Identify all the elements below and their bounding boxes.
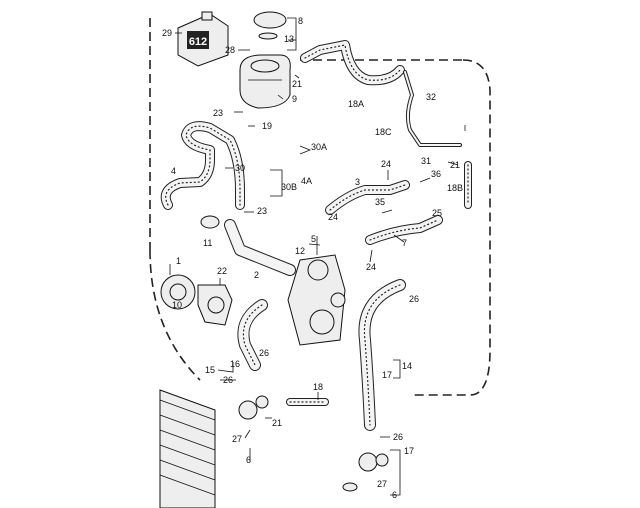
expansion-tank xyxy=(239,11,291,109)
callout-36: 36 xyxy=(431,169,441,179)
callout-2: 2 xyxy=(254,270,259,280)
hose-7 xyxy=(365,215,443,245)
callout-6-bottom: 6 xyxy=(392,490,397,500)
callout-35: 35 xyxy=(375,197,385,207)
thermostat-housing xyxy=(287,254,346,346)
callout-labels: 29 8 13 28 9 21 18A 23 32 19 18C 30A 31 … xyxy=(162,16,463,500)
hose-16 xyxy=(237,299,268,371)
bottom-fittings xyxy=(200,215,389,492)
hose-18a xyxy=(300,40,405,86)
callout-21-top: 21 xyxy=(292,79,302,89)
tank-seal xyxy=(258,32,278,40)
callout-21-bottom: 21 xyxy=(272,418,282,428)
canister-label-text: 612 xyxy=(189,36,207,48)
callout-24-mid: 24 xyxy=(328,212,338,222)
callout-26-right: 26 xyxy=(409,294,419,304)
callout-28: 28 xyxy=(225,45,235,55)
callout-4a: 4A xyxy=(301,176,312,186)
callout-26-bottom: 26 xyxy=(393,432,403,442)
callout-16: 16 xyxy=(230,359,240,369)
callout-17-mid: 17 xyxy=(382,370,392,380)
tank-cap xyxy=(253,11,287,29)
assembly-boundary xyxy=(149,18,491,396)
callout-18c: 18C xyxy=(375,127,392,137)
callout-30b: 30B xyxy=(281,182,297,192)
callout-32: 32 xyxy=(426,92,436,102)
callout-30: 30 xyxy=(235,163,245,173)
callout-18b: 18B xyxy=(447,183,463,193)
hose-3 xyxy=(325,180,410,215)
callout-6-left: 6 xyxy=(246,455,251,465)
callout-1: 1 xyxy=(176,256,181,266)
hose-4 xyxy=(160,121,245,210)
callout-27-bottom: 27 xyxy=(377,479,387,489)
callout-26-left: 26 xyxy=(223,375,233,385)
callout-18-bottom: 18 xyxy=(313,382,323,392)
callout-13: 13 xyxy=(284,34,294,44)
callout-31: 31 xyxy=(421,156,431,166)
callout-9: 9 xyxy=(292,94,297,104)
callout-23-mid: 23 xyxy=(257,206,267,216)
callout-19: 19 xyxy=(262,121,272,131)
callout-26-upper-left: 26 xyxy=(259,348,269,358)
callout-22: 22 xyxy=(217,266,227,276)
callout-29: 29 xyxy=(162,28,172,38)
callout-21-right: 21 xyxy=(450,160,460,170)
callout-24-top: 24 xyxy=(381,159,391,169)
callout-24-low: 24 xyxy=(366,262,376,272)
coolant-canister: 612 xyxy=(177,11,229,67)
callout-15: 15 xyxy=(205,365,215,375)
callout-4: 4 xyxy=(171,166,176,176)
callout-7: 7 xyxy=(402,238,407,248)
callout-14: 14 xyxy=(402,361,412,371)
callout-30a: 30A xyxy=(311,142,327,152)
callout-3: 3 xyxy=(355,177,360,187)
leader-lines xyxy=(169,17,466,496)
water-pump xyxy=(160,274,233,326)
callout-8: 8 xyxy=(298,16,303,26)
callout-25: 25 xyxy=(432,208,442,218)
callout-12: 12 xyxy=(295,246,305,256)
callout-23-top: 23 xyxy=(213,108,223,118)
callout-18a: 18A xyxy=(348,99,364,109)
hose-14 xyxy=(358,279,406,431)
callout-10: 10 xyxy=(172,300,182,310)
callout-11: 11 xyxy=(203,238,212,248)
callout-27-left: 27 xyxy=(232,434,242,444)
callout-5: 5 xyxy=(311,234,316,244)
radiator xyxy=(159,389,216,508)
canister-label: 612 xyxy=(187,31,209,49)
callout-17-bottom: 17 xyxy=(404,446,414,456)
